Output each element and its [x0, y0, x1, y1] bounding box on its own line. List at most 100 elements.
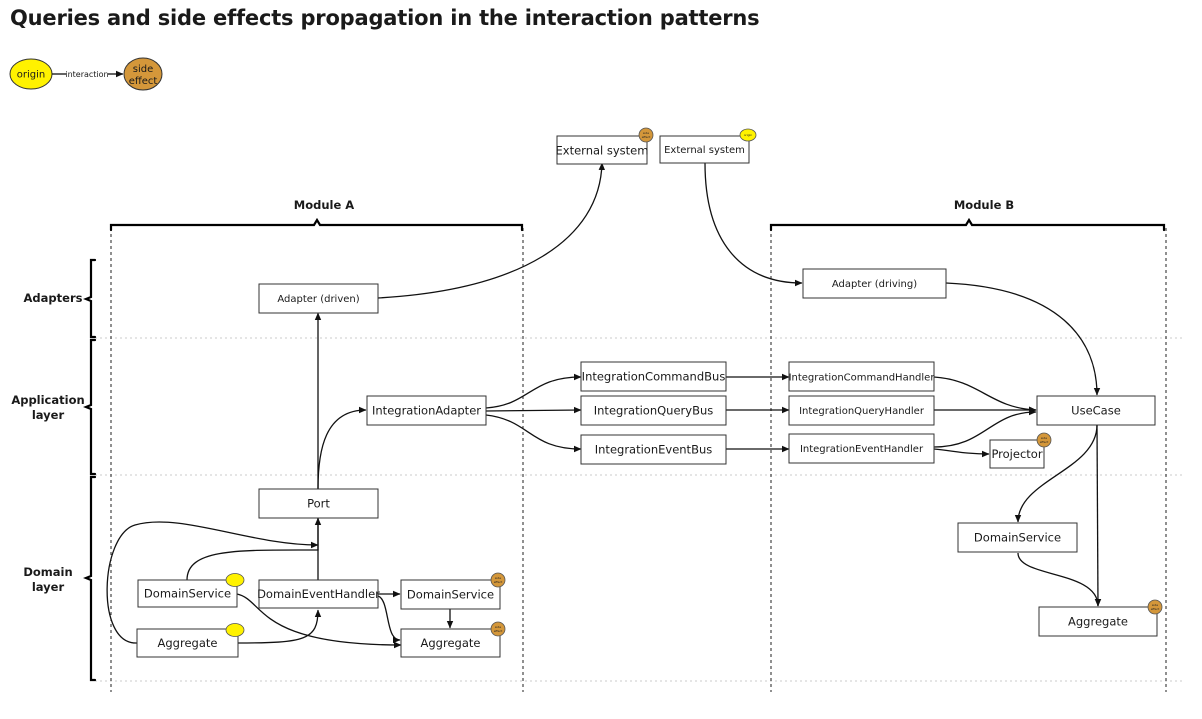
node-integration-command-bus: IntegrationCommandBus — [580, 361, 727, 392]
node-adapter-driving: Adapter (driving) — [802, 268, 947, 299]
badge-text: effect — [494, 629, 503, 633]
node-domain-service-b-label: DomainService — [974, 531, 1061, 545]
badge-text: side — [1041, 436, 1047, 440]
node-projector: Projector — [989, 439, 1045, 469]
node-integration-query-bus: IntegrationQueryBus — [580, 395, 727, 426]
node-integration-query-bus-label: IntegrationQueryBus — [594, 404, 714, 418]
module-a-label: Module A — [294, 198, 355, 212]
legend-side-effect-label-2: effect — [129, 76, 158, 87]
node-domain-event-handler-label: DomainEventHandler — [257, 587, 380, 601]
badge-text: effect — [642, 135, 651, 139]
badge-side-effect-aggregate-a2: side effect — [490, 621, 506, 637]
edge-domain-service-a1-to-aggregate-a2 — [236, 593, 402, 649]
node-integration-adapter-label: IntegrationAdapter — [372, 404, 481, 418]
node-integration-command-handler: IntegrationCommandHandler — [788, 361, 936, 392]
page-title: Queries and side effects propagation in … — [10, 6, 760, 30]
node-port: Port — [258, 488, 379, 519]
badge-side-effect-aggregate-b: side effect — [1147, 599, 1163, 615]
edge-port-to-integration-adapter — [317, 406, 367, 490]
edge-event-handler-to-aggregate-a2 — [377, 595, 401, 644]
edge-adapter-driving-to-usecase — [945, 282, 1101, 396]
badge-text: origin — [744, 133, 753, 137]
edge-external-to-adapter-driving — [704, 162, 803, 287]
node-external-system-left-label: External system — [556, 144, 649, 158]
badge-side-effect-projector: side effect — [1036, 432, 1052, 448]
layer-label-application-1: Application — [11, 393, 84, 407]
badge-text: side — [1152, 603, 1158, 607]
node-integration-query-handler-label: IntegrationQueryHandler — [799, 406, 925, 417]
edge-adapter-to-command-bus — [485, 373, 582, 409]
badge-origin-aggregate-a1 — [225, 623, 245, 637]
node-domain-event-handler: DomainEventHandler — [257, 579, 380, 609]
node-integration-event-bus-label: IntegrationEventBus — [595, 443, 712, 457]
domain-brace — [83, 475, 97, 682]
edge-usecase-to-domain-service — [1014, 424, 1098, 523]
node-integration-adapter: IntegrationAdapter — [366, 395, 487, 426]
badge-side-effect-external-left: side effect — [638, 127, 654, 143]
module-b-brace — [769, 217, 1166, 232]
edge-usecase-to-aggregate — [1094, 424, 1102, 607]
node-aggregate-b: Aggregate — [1038, 606, 1158, 637]
node-aggregate-a1: Aggregate — [136, 628, 239, 658]
node-adapter-driven: Adapter (driven) — [258, 283, 379, 314]
badge-text: side — [495, 576, 501, 580]
adapters-brace — [83, 258, 97, 339]
layer-label-adapters: Adapters — [24, 291, 83, 305]
node-integration-event-bus: IntegrationEventBus — [580, 434, 727, 465]
layer-label-domain-1: Domain — [23, 565, 72, 579]
node-external-system-right: External system — [659, 135, 750, 164]
node-aggregate-b-label: Aggregate — [1068, 615, 1128, 629]
module-b-label: Module B — [954, 198, 1014, 212]
node-integration-event-handler: IntegrationEventHandler — [788, 433, 935, 464]
edge-event-handler-to-projector — [933, 448, 990, 458]
node-domain-service-a1-label: DomainService — [144, 587, 231, 601]
edge-command-handler-to-usecase — [933, 376, 1037, 413]
badge-side-effect-domain-service-a2: side effect — [490, 572, 506, 588]
node-use-case-label: UseCase — [1071, 404, 1121, 418]
legend-side-effect-ellipse — [123, 57, 163, 91]
edge-adapter-to-event-bus — [485, 414, 582, 453]
node-aggregate-a2-label: Aggregate — [421, 636, 481, 650]
badge-origin-external-right: origin — [739, 128, 757, 142]
node-integration-event-handler-label: IntegrationEventHandler — [800, 444, 924, 455]
edges — [106, 162, 1102, 649]
node-aggregate-a2: Aggregate — [400, 628, 501, 658]
node-domain-service-a1: DomainService — [137, 579, 238, 608]
legend: origin interaction side effect — [9, 57, 163, 91]
edge-adapter-to-query-bus — [485, 406, 582, 414]
module-a-brace — [109, 217, 524, 232]
legend-side-effect-label-1: side — [133, 64, 154, 75]
edge-aggregate-a1-loop-to-port — [106, 521, 319, 644]
badge-text: effect — [1040, 440, 1049, 444]
application-brace — [83, 338, 97, 476]
node-use-case: UseCase — [1036, 395, 1156, 426]
badge-text: effect — [1151, 607, 1160, 611]
node-integration-query-handler: IntegrationQueryHandler — [788, 395, 935, 426]
node-domain-service-a2: DomainService — [400, 579, 501, 610]
badge-text: side — [495, 625, 501, 629]
edge-domain-service-to-aggregate — [1017, 552, 1102, 607]
edge-aggregate-a1-to-event-handler — [237, 609, 322, 644]
layer-label-domain-2: layer — [32, 580, 65, 594]
node-adapter-driving-label: Adapter (driving) — [832, 279, 917, 290]
legend-origin-label: origin — [17, 70, 45, 81]
node-adapter-driven-label: Adapter (driven) — [277, 294, 359, 305]
node-domain-service-a2-label: DomainService — [407, 588, 494, 602]
node-aggregate-a1-label: Aggregate — [158, 636, 218, 650]
node-port-label: Port — [307, 497, 330, 511]
badge-text: side — [643, 131, 649, 135]
node-projector-label: Projector — [991, 447, 1042, 461]
badge-origin-domain-service-a1 — [225, 573, 245, 587]
node-domain-service-b: DomainService — [957, 522, 1078, 553]
legend-interaction-label: interaction — [65, 70, 108, 79]
edge-domain-service-a1-to-port — [186, 517, 322, 581]
layer-label-application-2: layer — [32, 408, 65, 422]
edge-event-handler-to-usecase — [933, 408, 1037, 448]
edge-adapter-driven-to-external — [377, 162, 606, 299]
node-external-system-right-label: External system — [664, 145, 745, 156]
badge-text: effect — [494, 580, 503, 584]
node-integration-command-bus-label: IntegrationCommandBus — [582, 370, 726, 384]
node-integration-command-handler-label: IntegrationCommandHandler — [789, 373, 936, 384]
node-external-system-left: External system — [556, 135, 649, 165]
